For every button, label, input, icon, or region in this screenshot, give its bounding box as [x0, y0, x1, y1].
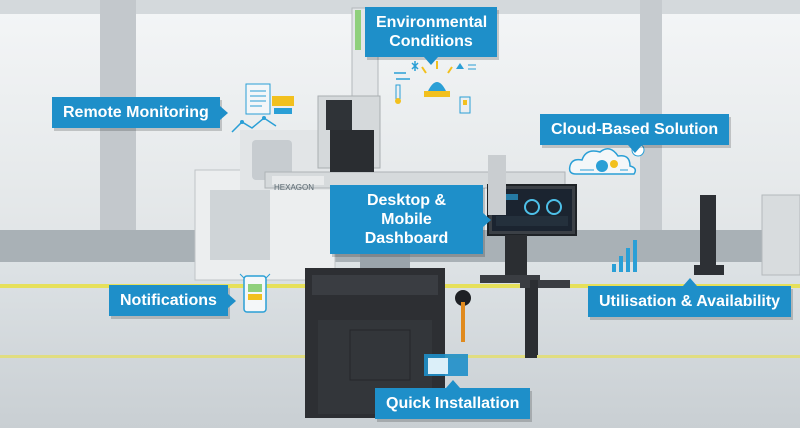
- alarm-beacon-icon: [421, 61, 453, 97]
- humidity-icon: [456, 63, 476, 70]
- bar-chart-icon: [612, 240, 637, 272]
- environment-icons: [394, 61, 476, 114]
- line-chart-icon: [231, 116, 277, 133]
- quick-installation-label[interactable]: Quick Installation: [375, 380, 531, 419]
- light-switch-icon: [459, 96, 471, 114]
- thermometer-icon: [395, 84, 401, 104]
- wind-icon: [394, 72, 410, 80]
- snowflake-icon: [411, 61, 419, 71]
- cloud-based-solution-label[interactable]: Cloud-Based Solution: [540, 114, 730, 153]
- notifications-label[interactable]: Notifications: [109, 285, 236, 316]
- utilisation-availability-label[interactable]: Utilisation & Availability: [588, 278, 792, 317]
- svg-text:HEXAGON: HEXAGON: [274, 183, 314, 192]
- hexagon-logo: HEXAGON: [274, 183, 314, 192]
- environmental-conditions-label[interactable]: Environmental Conditions: [365, 7, 497, 65]
- clipboard-icon: [231, 83, 294, 133]
- mobile-notification-icon: [239, 273, 271, 313]
- desktop-mobile-dashboard-label[interactable]: Desktop & Mobile Dashboard: [330, 185, 491, 254]
- remote-monitoring-label[interactable]: Remote Monitoring: [52, 97, 228, 128]
